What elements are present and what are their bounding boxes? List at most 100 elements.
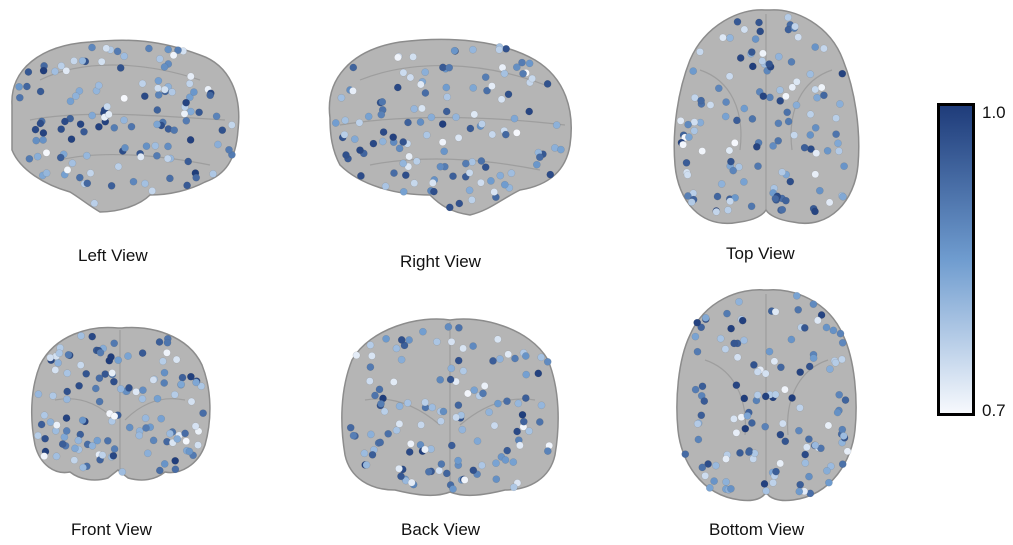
electrode-node xyxy=(433,337,441,346)
electrode-node xyxy=(399,68,408,77)
electrode-node xyxy=(697,411,706,420)
electrode-node xyxy=(95,123,103,131)
electrode-node xyxy=(182,437,190,446)
electrode-node xyxy=(159,357,167,366)
electrode-node xyxy=(78,57,87,65)
electrode-node xyxy=(751,35,760,43)
electrode-node xyxy=(816,186,824,195)
electrode-node xyxy=(470,386,479,395)
electrode-node xyxy=(835,147,843,155)
electrode-node xyxy=(412,157,421,166)
electrode-node xyxy=(477,157,486,165)
electrode-node xyxy=(713,192,722,201)
electrode-node xyxy=(525,107,534,116)
electrode-node xyxy=(125,423,134,432)
electrode-node xyxy=(533,160,541,169)
electrode-node xyxy=(95,374,104,383)
electrode-node xyxy=(459,367,468,375)
electrode-node xyxy=(793,78,801,86)
electrode-node xyxy=(212,112,221,121)
electrode-node xyxy=(795,487,804,496)
electrode-node xyxy=(740,178,748,186)
electrode-node xyxy=(735,297,743,306)
electrode-node xyxy=(829,326,838,335)
electrode-node xyxy=(796,368,805,377)
electrode-node xyxy=(511,354,519,363)
electrode-node xyxy=(761,422,770,431)
electrode-node xyxy=(730,415,738,423)
electrode-node xyxy=(817,83,826,92)
electrode-node xyxy=(154,91,163,99)
electrode-node xyxy=(405,448,414,456)
electrode-node xyxy=(40,411,49,420)
electrode-node xyxy=(459,344,467,353)
electrode-node xyxy=(170,126,178,134)
electrode-node xyxy=(743,411,752,420)
electrode-node xyxy=(88,43,96,52)
electrode-node xyxy=(762,487,771,495)
electrode-node xyxy=(449,172,457,180)
electrode-node xyxy=(366,341,375,349)
electrode-node xyxy=(679,140,687,149)
electrode-node xyxy=(759,92,768,100)
electrode-node xyxy=(469,84,478,92)
electrode-node xyxy=(781,437,790,446)
electrode-node xyxy=(537,401,546,410)
electrode-node xyxy=(184,157,192,166)
electrode-node xyxy=(377,110,386,119)
electrode-node xyxy=(395,420,404,428)
electrode-node xyxy=(513,128,521,137)
electrode-node xyxy=(187,397,196,406)
electrode-node xyxy=(801,459,810,467)
electrode-node xyxy=(823,146,832,155)
electrode-node xyxy=(181,429,189,438)
electrode-node xyxy=(138,79,147,88)
electrode-node xyxy=(805,362,814,371)
electrode-node xyxy=(124,352,132,360)
electrode-node xyxy=(199,409,207,418)
electrode-node xyxy=(838,425,847,434)
electrode-node xyxy=(741,424,750,433)
electrode-node xyxy=(98,451,107,459)
electrode-node xyxy=(490,421,499,430)
electrode-node xyxy=(481,163,490,171)
electrode-node xyxy=(120,52,128,61)
electrode-node xyxy=(723,309,731,318)
electrode-node xyxy=(536,153,544,161)
electrode-node xyxy=(108,369,116,377)
electrode-node xyxy=(378,137,387,146)
electrode-node xyxy=(76,173,84,182)
electrode-node xyxy=(389,378,398,386)
electrode-node xyxy=(141,179,149,188)
electrode-node xyxy=(149,376,158,384)
electrode-node xyxy=(427,113,436,122)
electrode-node xyxy=(135,431,143,440)
electrode-node xyxy=(841,396,850,404)
electrode-node xyxy=(469,45,477,54)
electrode-node xyxy=(516,441,524,450)
electrode-node xyxy=(824,421,833,430)
electrode-node xyxy=(839,192,847,201)
electrode-node xyxy=(725,72,734,81)
electrode-node xyxy=(42,148,51,157)
electrode-node xyxy=(58,440,67,448)
electrode-node xyxy=(747,202,756,211)
electrode-node xyxy=(410,105,419,113)
electrode-node xyxy=(157,414,165,423)
electrode-node xyxy=(360,449,369,458)
electrode-node xyxy=(418,104,426,113)
electrode-node xyxy=(362,461,371,469)
electrode-node xyxy=(791,22,799,31)
electrode-node xyxy=(761,369,770,378)
electrode-node xyxy=(54,359,62,367)
electrode-node xyxy=(727,157,735,166)
electrode-node xyxy=(51,366,60,374)
electrode-node xyxy=(421,398,429,407)
electrode-node xyxy=(833,408,842,417)
electrode-node xyxy=(817,444,825,453)
electrode-node xyxy=(153,394,162,403)
electrode-node xyxy=(800,143,809,152)
electrode-node xyxy=(710,477,718,485)
electrode-node xyxy=(740,394,749,403)
electrode-node xyxy=(465,168,474,177)
